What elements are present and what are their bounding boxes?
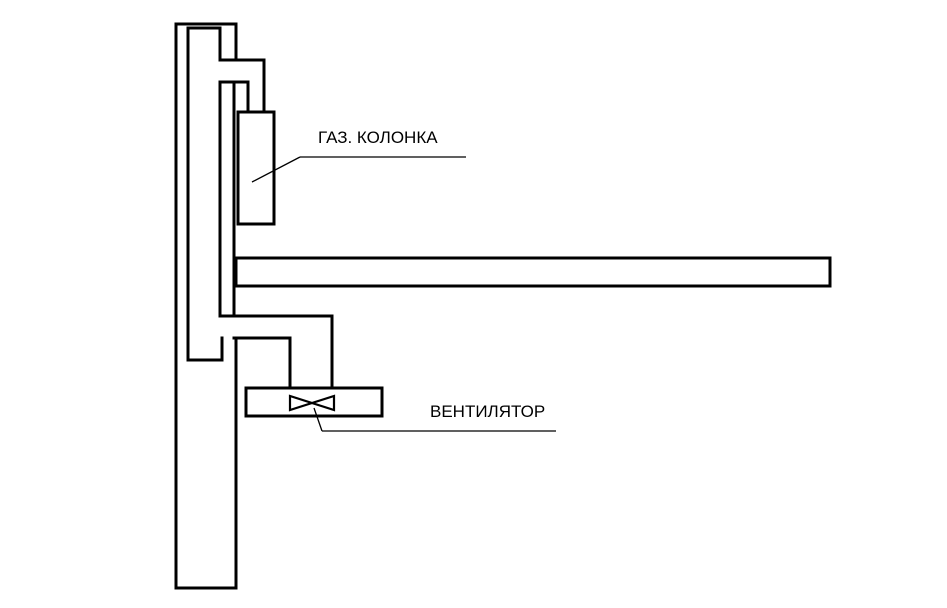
gas-heater-leader — [251, 156, 466, 183]
inner-exhaust-duct — [186, 26, 334, 390]
main-vertical-shaft — [174, 22, 238, 590]
gas-heater-label: ГАЗ. КОЛОНКА — [318, 128, 438, 147]
fan-housing — [244, 386, 384, 418]
fan-symbol-icon — [288, 394, 336, 412]
fan-label: ВЕНТИЛЯТОР — [430, 402, 545, 421]
horizontal-duct — [234, 256, 832, 288]
gas-heater-body — [236, 110, 276, 226]
fan-leader — [313, 407, 556, 432]
